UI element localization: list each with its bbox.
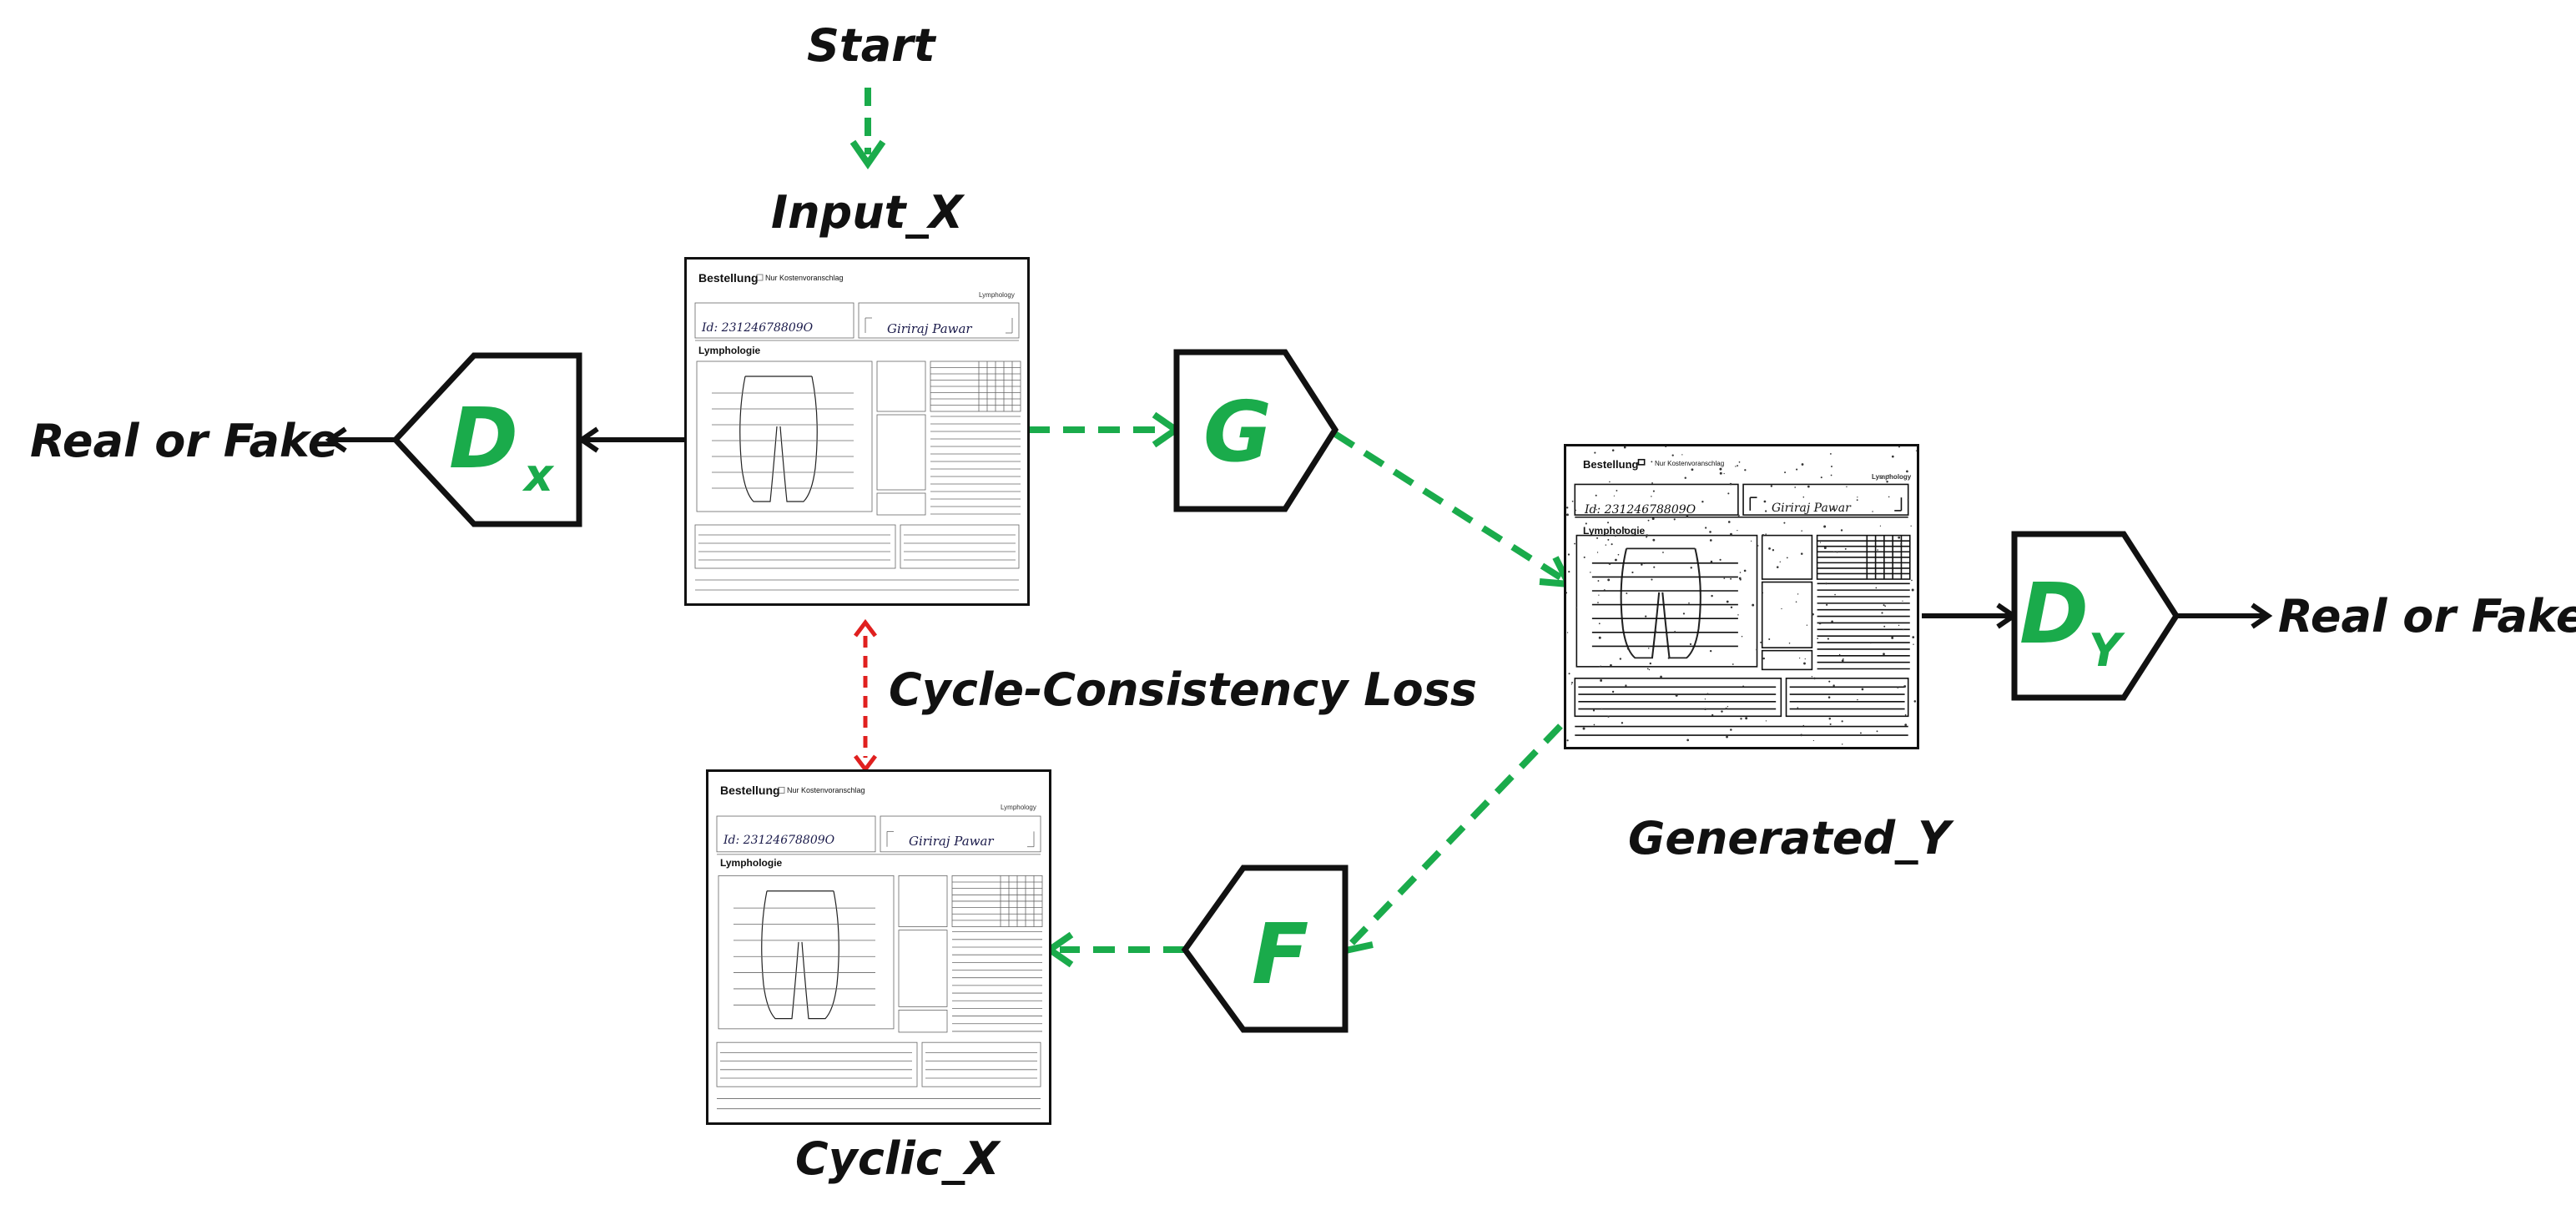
form-title: Bestellung [720, 784, 780, 797]
f-to-cyclic-arrow [1043, 931, 1185, 968]
generated-to-dy-arrow [1922, 602, 2019, 629]
dx-letter: D [449, 390, 518, 487]
input-x-document: Bestellung Nur Kostenvoranschlag Lymphol… [684, 257, 1030, 606]
f-letter: F [1252, 905, 1308, 1003]
form-name: Giriraj Pawar [909, 834, 994, 849]
f-node: F [1181, 865, 1348, 1033]
form-section: Lymphologie [698, 345, 761, 356]
form-section: Lymphologie [720, 857, 783, 869]
generated-to-f-arrow [1338, 723, 1563, 956]
dx-subscript: x [522, 449, 555, 502]
form-lines [1566, 446, 1917, 745]
start-to-input-arrow [849, 88, 886, 170]
generated-y-label: Generated_Y [1628, 812, 1951, 865]
form-title: Bestellung [1583, 458, 1639, 471]
form-checkbox-label: Nur Kostenvoranschlag [787, 786, 865, 794]
real-or-fake-right-label: Real or Fake [2278, 590, 2576, 643]
start-label: Start [807, 19, 935, 72]
dy-subscript: Y [2089, 624, 2125, 677]
real-or-fake-left-label: Real or Fake [30, 415, 339, 467]
input-to-g-arrow [1028, 411, 1182, 448]
dy-to-output-arrow [2176, 602, 2273, 629]
form-title: Bestellung [698, 271, 759, 285]
input-to-dx-arrow [577, 426, 686, 453]
input-x-label: Input_X [771, 186, 964, 239]
form-checkbox-label: Nur Kostenvoranschlag [765, 274, 844, 282]
dx-node: D x [391, 352, 582, 527]
form-section: Lymphologie [1583, 525, 1646, 537]
form-id: Id: 23124678809O [702, 321, 814, 335]
g-letter: G [1203, 383, 1272, 481]
g-to-generated-arrow [1333, 431, 1575, 588]
dy-node: D Y [2011, 531, 2180, 701]
form-lines [716, 786, 1043, 1110]
form-brand: Lymphology [1872, 473, 1912, 481]
form-name: Giriraj Pawar [1772, 502, 1851, 515]
form-brand: Lymphology [1001, 804, 1036, 811]
form-checkbox-label: Nur Kostenvoranschlag [1655, 460, 1725, 467]
form-id: Id: 23124678809O [1585, 503, 1696, 517]
form-brand: Lymphology [979, 291, 1015, 299]
form-name: Giriraj Pawar [887, 321, 972, 336]
dx-to-output-arrow [325, 426, 396, 453]
cycle-consistency-loss-label: Cycle-Consistency Loss [889, 663, 1478, 716]
cyclic-x-label: Cyclic_X [795, 1132, 1000, 1185]
form-lines [694, 274, 1021, 591]
generated-y-document: Bestellung Nur Kostenvoranschlag Lymphol… [1564, 444, 1919, 749]
cyclic-x-document: Bestellung Nur Kostenvoranschlag Lymphol… [706, 769, 1051, 1125]
g-node: G [1173, 349, 1339, 512]
cycle-loss-arrow [854, 618, 877, 774]
dy-letter: D [2019, 565, 2089, 663]
form-id: Id: 23124678809O [723, 834, 835, 847]
